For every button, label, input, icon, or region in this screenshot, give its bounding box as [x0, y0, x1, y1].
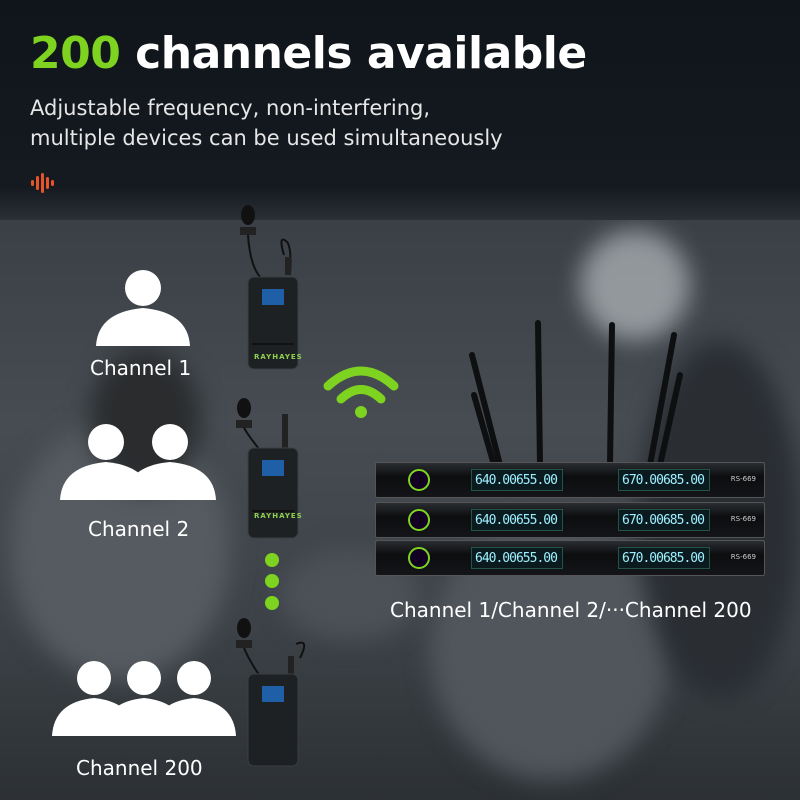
receiver-display-left: 640.00655.00	[471, 547, 563, 569]
receiver-logo-icon	[408, 469, 430, 491]
receiver-display-left: 640.00655.00	[471, 509, 563, 531]
channel-200-label: Channel 200	[76, 756, 203, 780]
headline: 200 channels available	[30, 28, 587, 79]
channel-2-label: Channel 2	[88, 517, 190, 541]
receiver-display-left: 640.00655.00	[471, 469, 563, 491]
receiver-model: RS-669	[730, 515, 756, 523]
bodypack-transmitter-2	[236, 398, 299, 539]
receiver-logo-icon	[408, 509, 430, 531]
sound-wave-icon	[31, 173, 54, 193]
receiver-model: RS-669	[730, 475, 756, 483]
person-group-channel-1	[96, 270, 190, 346]
receiver-caption: Channel 1/Channel 2/···Channel 200	[390, 598, 752, 622]
receiver-antennas	[469, 320, 683, 468]
person-group-channel-2	[60, 424, 216, 500]
subtitle-line-2: multiple devices can be used simultaneou…	[30, 126, 503, 150]
receiver-unit-3: 640.00655.00 670.00685.00 RS-669	[375, 540, 765, 576]
headline-rest: channels available	[120, 28, 587, 79]
person-icon	[96, 270, 190, 346]
receiver-model: RS-669	[730, 553, 756, 561]
receiver-logo-icon	[408, 547, 430, 569]
bodypack-transmitter-3	[236, 618, 306, 767]
subtitle-line-1: Adjustable frequency, non-interfering,	[30, 96, 431, 120]
wifi-icon	[323, 366, 399, 418]
receiver-unit-1: 640.00655.00 670.00685.00 RS-669	[375, 462, 765, 498]
header: 200 channels available Adjustable freque…	[0, 0, 800, 220]
channel-1-label: Channel 1	[90, 356, 192, 380]
headline-accent: 200	[30, 28, 121, 79]
person-group-channel-200	[52, 661, 236, 736]
bodypack-transmitter-1	[240, 205, 299, 370]
receiver-display-right: 670.00685.00	[618, 469, 710, 491]
receiver-unit-2: 640.00655.00 670.00685.00 RS-669	[375, 502, 765, 538]
receiver-display-right: 670.00685.00	[618, 547, 710, 569]
ellipsis-dot	[265, 553, 279, 567]
transmitter-brand-1: RAYHAYES	[254, 353, 303, 361]
receiver-display-right: 670.00685.00	[618, 509, 710, 531]
ellipsis-dot	[265, 574, 279, 588]
ellipsis-dot	[265, 596, 279, 610]
transmitter-brand-2: RAYHAYES	[254, 512, 303, 520]
